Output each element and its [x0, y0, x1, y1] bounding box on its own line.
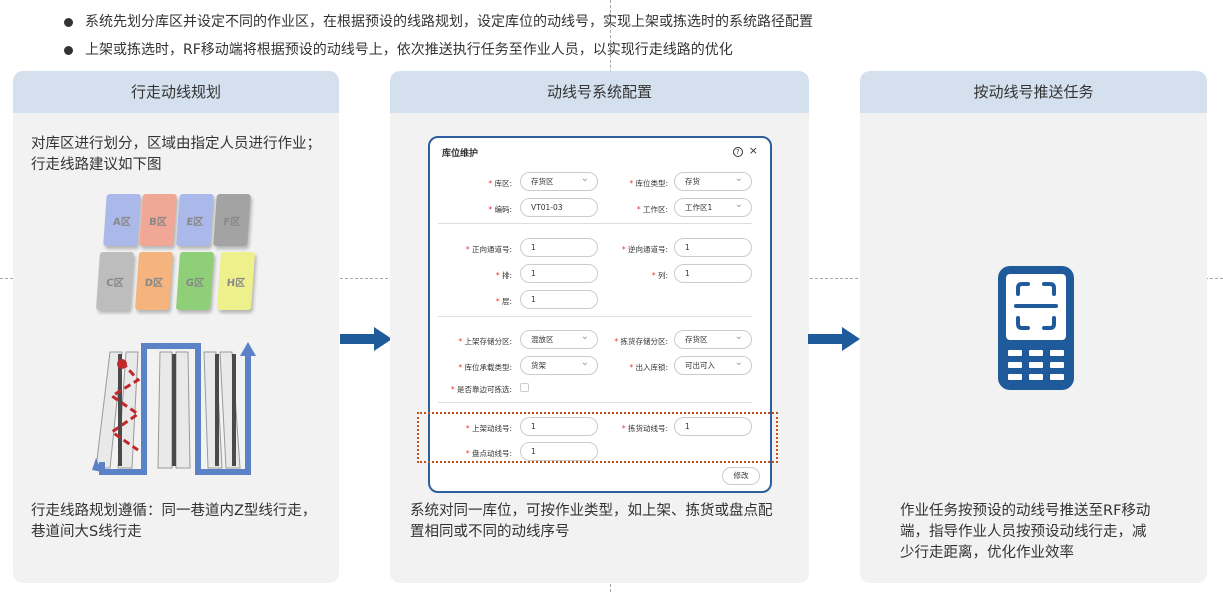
- rev-aisle-input[interactable]: 1: [674, 238, 752, 257]
- inout-lock-select[interactable]: 可出可入: [674, 354, 752, 375]
- pick-line-input[interactable]: 1: [674, 417, 752, 436]
- zone-label: B区: [148, 216, 168, 228]
- putaway-zone-field-label: * 上架存储分区:: [458, 337, 512, 346]
- desc-line: 对库区进行划分，区域由指定人员进行作业；: [31, 136, 321, 152]
- loc-type-select[interactable]: 存货: [674, 170, 752, 191]
- footer-line: 作业任务按预设的动线号推送至RF移动: [900, 503, 1151, 519]
- bullet-text: 上架或拣选时，RF移动端将根据预设的动线号上，依次推送执行任务至作业人员，以实现…: [85, 42, 733, 58]
- zone-label: C区: [105, 277, 124, 289]
- close-icon[interactable]: ×: [748, 144, 758, 157]
- code-input[interactable]: VT01-03: [520, 198, 598, 217]
- zone-tile: H区: [216, 252, 256, 310]
- dialog-title: 库位维护: [442, 149, 479, 159]
- panel1-description: 对库区进行划分，区域由指定人员进行作业； 行走线路建议如下图: [31, 134, 321, 176]
- count-line-input[interactable]: 1: [520, 442, 598, 461]
- work-zone-field-label: * 工作区:: [636, 205, 668, 214]
- zone-tile: C区: [95, 252, 135, 310]
- bullet-dot-icon: [64, 45, 73, 55]
- carry-type-select[interactable]: 货架: [520, 354, 598, 375]
- footer-line: 巷道间大S线行走: [31, 524, 142, 540]
- bullet-item: 上架或拣选时，RF移动端将根据预设的动线号上，依次推送执行任务至作业人员，以实现…: [64, 36, 813, 64]
- footer-line: 系统对同一库位，可按作业类型，如上架、拣货或盘点配: [410, 503, 773, 519]
- carry-type-field-label: * 库位承载类型:: [458, 363, 512, 372]
- zone-label: A区: [112, 216, 132, 228]
- zone-select[interactable]: 存货区: [520, 170, 598, 191]
- panel-title: 动线号系统配置: [390, 71, 809, 113]
- footer-line: 置相同或不同的动线序号: [410, 524, 570, 540]
- footer-line: 少行走距离，优化作业效率: [900, 545, 1074, 561]
- desc-line: 行走线路建议如下图: [31, 157, 162, 173]
- pick-line-field-label: * 拣货动线号:: [621, 424, 668, 433]
- rev-aisle-field-label: * 逆向通道号:: [621, 245, 668, 254]
- work-zone-select[interactable]: 工作区1: [674, 196, 752, 217]
- footer-line: 行走线路规划遵循：同一巷道内Z型线行走，: [31, 503, 317, 519]
- putaway-zone-select[interactable]: 混放区: [520, 328, 598, 349]
- row-field-label: * 排:: [495, 271, 512, 280]
- fwd-aisle-input[interactable]: 1: [520, 238, 598, 257]
- putaway-line-input[interactable]: 1: [520, 417, 598, 436]
- panel3-footer: 作业任务按预设的动线号推送至RF移动 端，指导作业人员按预设动线行走，减 少行走…: [900, 501, 1150, 564]
- layer-input[interactable]: 1: [520, 290, 598, 309]
- zone-label: E区: [186, 216, 204, 228]
- aisle-route-illustration: [92, 342, 256, 475]
- panel-route-planning: 行走动线规划: [13, 71, 339, 583]
- count-line-field-label: * 盘点动线号:: [465, 449, 512, 458]
- bullet-item: 系统先划分库区并设定不同的作业区，在根据预设的线路规划，设定库位的动线号，实现上…: [64, 8, 813, 36]
- putaway-line-field-label: * 上架动线号:: [465, 424, 512, 433]
- panel2-footer: 系统对同一库位，可按作业类型，如上架、拣货或盘点配 置相同或不同的动线序号: [410, 501, 773, 543]
- loc-type-field-label: * 库位类型:: [629, 179, 668, 188]
- pick-zone-field-label: * 拣货存储分区:: [614, 337, 668, 346]
- bullet-list: 系统先划分库区并设定不同的作业区，在根据预设的线路规划，设定库位的动线号，实现上…: [64, 8, 813, 64]
- dialog-divider: [438, 402, 752, 403]
- zone-tile: E区: [176, 194, 214, 246]
- code-field-label: * 编码:: [488, 205, 512, 214]
- zone-tile: F区: [213, 194, 251, 246]
- col-field-label: * 列:: [651, 271, 668, 280]
- modify-button[interactable]: 修改: [722, 467, 760, 485]
- zone-label: H区: [226, 277, 246, 289]
- pick-zone-select[interactable]: 存货区: [674, 328, 752, 349]
- flow-arrow-icon: [340, 327, 392, 351]
- dialog-divider: [438, 223, 752, 224]
- zone-label: F区: [223, 216, 241, 228]
- row-input[interactable]: 1: [520, 264, 598, 283]
- footer-line: 端，指导作业人员按预设动线行走，减: [900, 524, 1147, 540]
- near-side-field-label: * 是否靠边可拣选:: [450, 385, 512, 394]
- zone-field-label: * 库区:: [488, 179, 512, 188]
- panel-title: 按动线号推送任务: [860, 71, 1207, 113]
- route-number-highlight: [417, 412, 778, 463]
- dialog-title-icons: ?×: [732, 144, 758, 157]
- zone-tile: G区: [175, 252, 215, 310]
- bullet-text: 系统先划分库区并设定不同的作业区，在根据预设的线路规划，设定库位的动线号，实现上…: [85, 14, 813, 30]
- inout-lock-field-label: * 出入库锁:: [629, 363, 668, 372]
- flow-arrow-icon: [808, 327, 860, 351]
- layer-field-label: * 层:: [495, 297, 512, 306]
- rf-scanner-phone-icon: [998, 266, 1074, 390]
- zone-label: D区: [144, 277, 164, 289]
- col-input[interactable]: 1: [674, 264, 752, 283]
- panel1-footer: 行走线路规划遵循：同一巷道内Z型线行走， 巷道间大S线行走: [31, 501, 316, 543]
- help-icon[interactable]: ?: [732, 147, 743, 157]
- panel-title: 行走动线规划: [13, 71, 339, 113]
- zone-tile: A区: [103, 194, 141, 246]
- near-side-checkbox[interactable]: [520, 383, 529, 392]
- bullet-dot-icon: [64, 17, 73, 27]
- zone-tile: B区: [139, 194, 177, 246]
- zone-tile: D区: [134, 252, 174, 310]
- fwd-aisle-field-label: * 正向通道号:: [465, 245, 512, 254]
- location-maintenance-dialog: 库位维护 ?× * 库区: 存货区 * 库位类型: 存货 * 编码: VT01-…: [428, 136, 772, 493]
- dialog-divider: [438, 316, 752, 317]
- zone-label: G区: [185, 277, 205, 289]
